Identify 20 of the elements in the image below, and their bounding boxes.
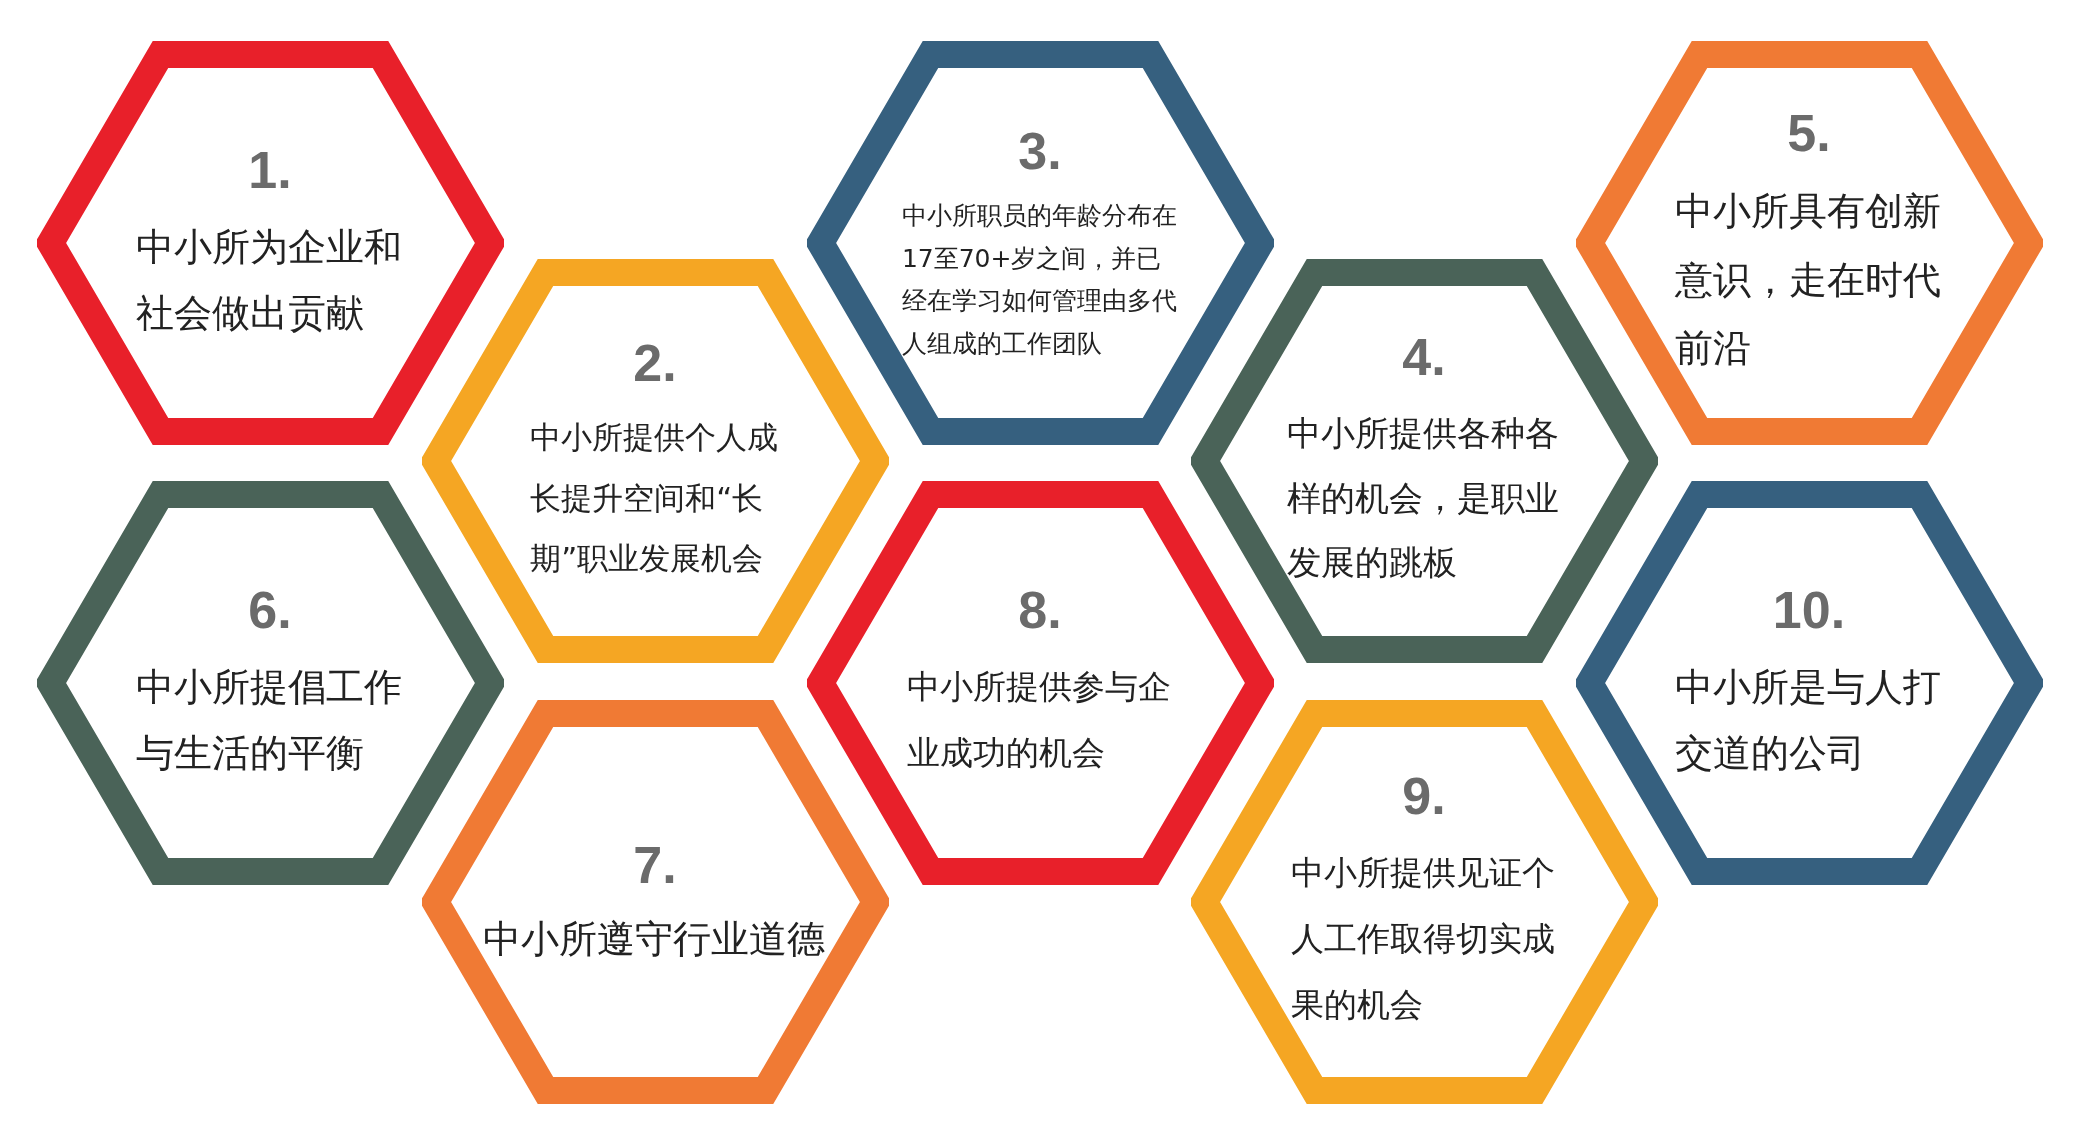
item-text: 中小所提供个人成长提升空间和“长期”职业发展机会 bbox=[530, 418, 780, 579]
item-text: 中小所是与人打交道的公司 bbox=[1675, 663, 1943, 777]
item-number: 10. bbox=[1772, 579, 1846, 640]
item-number: 2. bbox=[633, 333, 677, 394]
item-number: 3. bbox=[1018, 121, 1062, 181]
item-text: 中小所提供见证个人工作取得切实成果的机会 bbox=[1291, 852, 1557, 1026]
item-text: 中小所具有创新意识，走在时代前沿 bbox=[1675, 188, 1943, 373]
item-text: 中小所遵守行业道德 bbox=[483, 915, 827, 963]
item-number: 1. bbox=[248, 139, 292, 200]
item-text: 中小所提供各种各样的机会，是职业发展的跳板 bbox=[1287, 412, 1561, 585]
item-text: 中小所为企业和社会做出贡献 bbox=[136, 223, 404, 337]
item-number: 5. bbox=[1787, 103, 1831, 164]
item-text: 中小所提倡工作与生活的平衡 bbox=[136, 663, 404, 777]
item-number: 6. bbox=[248, 579, 292, 640]
item-text: 中小所提供参与企业成功的机会 bbox=[907, 666, 1173, 774]
item-number: 4. bbox=[1402, 327, 1446, 388]
item-number: 7. bbox=[633, 834, 677, 895]
item-text: 中小所职员的年龄分布在17至70+岁之间，并已经在学习如何管理由多代人组成的工作团队 bbox=[901, 200, 1178, 360]
item-number: 9. bbox=[1402, 766, 1446, 826]
item-number: 8. bbox=[1018, 580, 1062, 640]
